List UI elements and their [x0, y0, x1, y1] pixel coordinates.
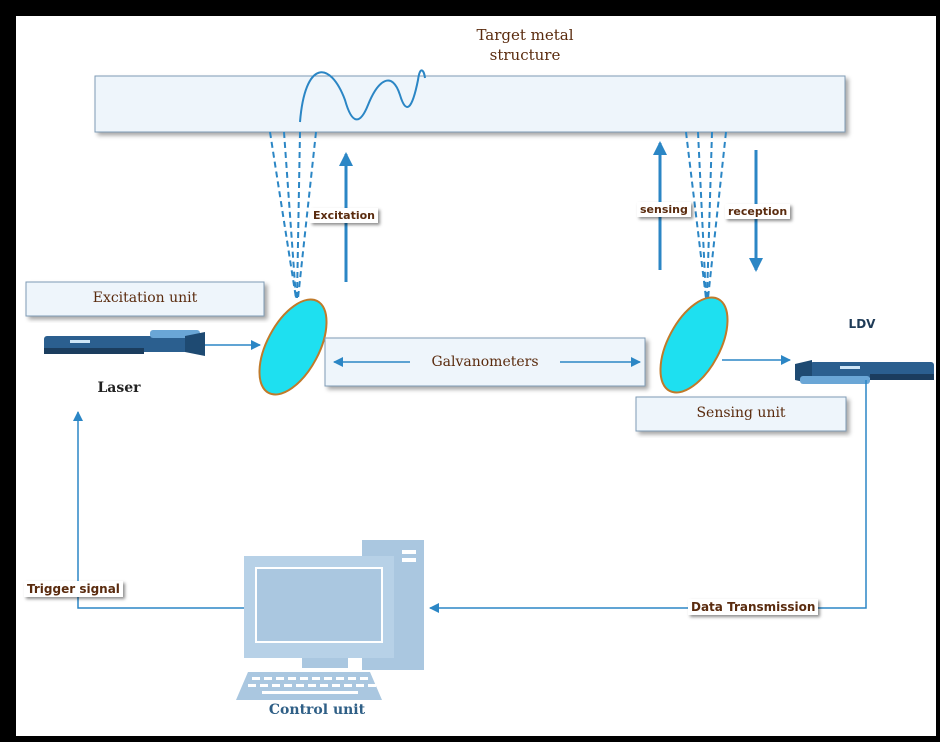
computer-icon: [236, 540, 424, 700]
target-structure-title-line2: structure: [489, 46, 561, 64]
ldv-device-icon: [795, 360, 934, 384]
sensing-unit-label: Sensing unit: [696, 405, 786, 421]
target-structure-title-line1: Target metal: [476, 26, 574, 44]
data-transmission-label: Data Transmission: [688, 599, 819, 615]
laser-label: Laser: [97, 380, 141, 396]
data-transmission-line: [429, 380, 867, 613]
trigger-signal-label: Trigger signal: [24, 581, 123, 597]
control-unit-label: Control unit: [268, 702, 366, 718]
sensing-unit-box: [635, 396, 847, 432]
sensing-galvo-mirror: [659, 296, 729, 394]
ultrasonic-wave: [299, 69, 426, 123]
excitation-unit-label: Excitation unit: [92, 290, 198, 306]
excitation-unit-box: [25, 281, 265, 317]
ldv-label: LDV: [848, 317, 876, 331]
galvanometers-label: Galvanometers: [431, 354, 539, 370]
sensing-beams: [685, 131, 727, 299]
excitation-beams: [269, 131, 317, 299]
target-structure-bar: [94, 75, 846, 133]
laser-device-icon: [44, 330, 205, 356]
excitation-galvo-mirror: [258, 298, 328, 396]
reception-label: reception: [725, 204, 791, 219]
excitation-label: Excitation: [310, 208, 378, 223]
trigger-signal-line: [73, 411, 245, 609]
sensing-label: sensing: [637, 202, 691, 217]
